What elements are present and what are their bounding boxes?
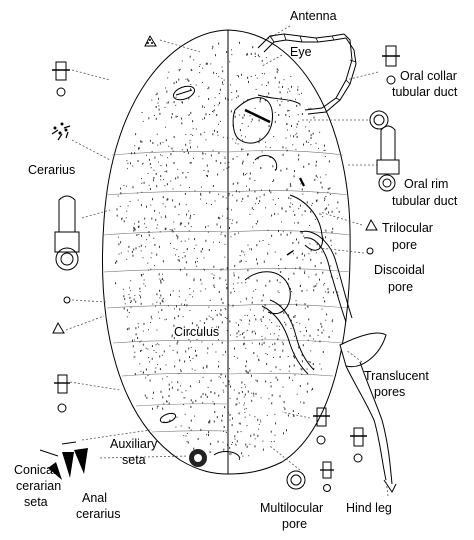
label-circulus: Circulus bbox=[174, 325, 219, 339]
discoidal-pore-icon-right bbox=[366, 247, 374, 255]
label-anal-1: Anal bbox=[82, 491, 107, 505]
multilocular-pore-icon bbox=[286, 470, 306, 490]
label-auxiliary-2: seta bbox=[122, 453, 146, 467]
label-multilocular-2: pore bbox=[282, 517, 307, 531]
ventral-structures bbox=[232, 94, 397, 493]
conical-cerarian-setae-icon bbox=[39, 441, 88, 480]
oral-rim-duct-icon-left bbox=[54, 195, 80, 271]
duct-icon-lower-right bbox=[313, 407, 367, 463]
oral-collar-duct-ring-icon bbox=[369, 110, 389, 130]
trilocular-pore-icon-right bbox=[365, 218, 378, 231]
label-conical-3: seta bbox=[24, 495, 48, 509]
label-oral-rim-1: Oral rim bbox=[404, 177, 448, 191]
discoidal-pore-icon-left bbox=[63, 296, 71, 304]
leader-lines bbox=[65, 25, 389, 497]
label-anal-2: cerarius bbox=[76, 507, 120, 521]
label-conical-1: Conical bbox=[14, 463, 56, 477]
trilocular-pore-icon bbox=[144, 34, 157, 47]
trilocular-pore-icon-left bbox=[52, 321, 65, 334]
label-translucent-1: Translucent bbox=[364, 369, 429, 383]
oral-collar-duct-icon-left bbox=[52, 61, 70, 97]
duct-icon-bottom bbox=[320, 461, 334, 492]
labels: Antenna Eye Oral collar tubular duct Cer… bbox=[14, 9, 458, 531]
cerarius-inset-icon bbox=[51, 122, 71, 141]
label-antenna: Antenna bbox=[290, 9, 337, 23]
oral-collar-duct-icon-right bbox=[382, 45, 400, 85]
duct-icon-lower-left bbox=[54, 374, 70, 413]
label-auxiliary-1: Auxiliary bbox=[110, 437, 158, 451]
label-hind-leg: Hind leg bbox=[346, 501, 392, 515]
label-conical-2: cerarian bbox=[16, 479, 61, 493]
label-oral-rim-2: tubular duct bbox=[392, 194, 458, 208]
label-discoidal-1: Discoidal bbox=[374, 263, 425, 277]
body-outline bbox=[102, 29, 351, 475]
dorsal-structures bbox=[159, 85, 241, 467]
label-translucent-2: pores bbox=[374, 385, 405, 399]
label-oral-collar-1: Oral collar bbox=[400, 69, 457, 83]
label-trilocular-2: pore bbox=[392, 238, 417, 252]
label-oral-collar-2: tubular duct bbox=[392, 85, 458, 99]
label-cerarius: Cerarius bbox=[28, 163, 75, 177]
setae-texture bbox=[115, 41, 340, 461]
label-multilocular-1: Multilocular bbox=[260, 501, 323, 515]
body-segments bbox=[103, 150, 351, 433]
label-discoidal-2: pore bbox=[388, 280, 413, 294]
label-trilocular-1: Trilocular bbox=[382, 221, 433, 235]
label-eye: Eye bbox=[290, 45, 312, 59]
oral-rim-duct-icon-right bbox=[376, 125, 400, 192]
antenna-drawing bbox=[257, 33, 357, 115]
